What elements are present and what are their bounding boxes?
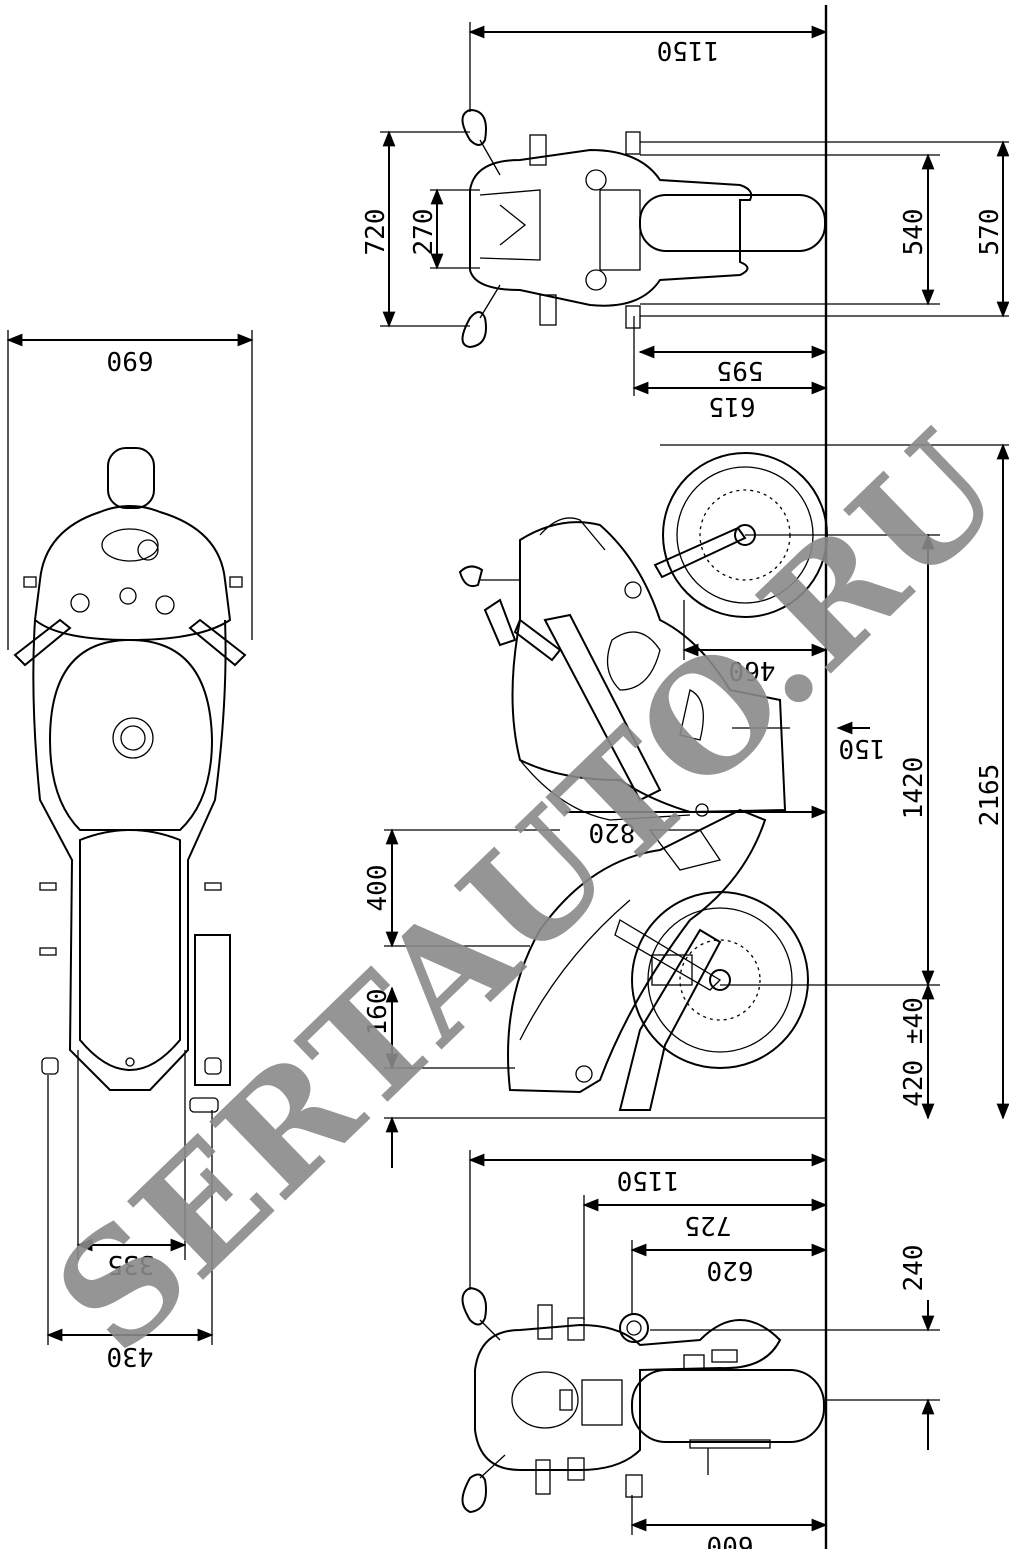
dim-rear-620: 620 bbox=[707, 1255, 754, 1285]
dim-side-wheel-offset: 460 bbox=[729, 655, 776, 685]
dim-rear-600: 600 bbox=[707, 1530, 754, 1549]
dim-side-160: 160 bbox=[363, 989, 393, 1036]
dim-front-indicator-inner: 540 bbox=[899, 209, 929, 256]
dim-front-total-width: 1150 bbox=[657, 35, 720, 65]
dim-side-seat-height: 820 bbox=[589, 817, 636, 847]
dim-front-indicator-outer: 570 bbox=[975, 209, 1005, 256]
rear-view-drawing bbox=[461, 1150, 940, 1535]
dim-front-depth-595: 595 bbox=[717, 355, 764, 385]
side-view-drawing bbox=[384, 443, 1009, 1168]
dim-side-total-length: 2165 bbox=[975, 764, 1005, 827]
dim-top-width: 690 bbox=[107, 345, 154, 375]
dim-rear-total-width: 1150 bbox=[617, 1165, 680, 1195]
dim-rear-240: 240 bbox=[899, 1245, 929, 1292]
dim-top-rear-430: 430 bbox=[107, 1341, 154, 1371]
dim-front-headlight-width: 270 bbox=[409, 209, 439, 256]
dim-front-mirror-span: 720 bbox=[361, 209, 391, 256]
dim-side-wheelbase: 1420 bbox=[899, 757, 929, 820]
watermark-text: SERTAUTO.RU bbox=[23, 400, 1009, 1386]
dim-side-rear-overhang: 420 ±40 bbox=[899, 997, 929, 1107]
dim-rear-725: 725 bbox=[685, 1210, 732, 1240]
dim-top-rear-335: 335 bbox=[108, 1249, 155, 1279]
dim-side-400: 400 bbox=[363, 865, 393, 912]
dim-side-150: 150 bbox=[839, 733, 886, 763]
dim-front-depth-615: 615 bbox=[709, 391, 756, 421]
front-view-drawing bbox=[380, 22, 1009, 396]
top-view-drawing bbox=[6, 330, 254, 1345]
